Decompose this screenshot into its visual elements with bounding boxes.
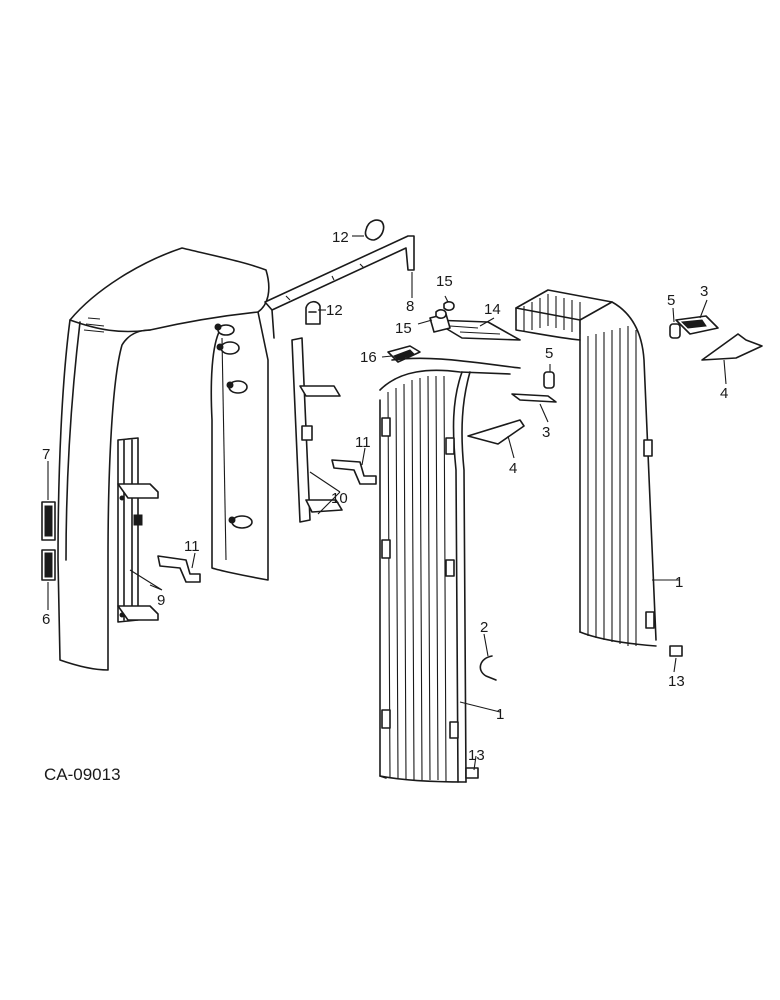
chute-rear (515, 289, 657, 647)
callout-4-middle: 4 (509, 460, 517, 477)
bracket-10 (291, 337, 343, 523)
plate-14 (429, 301, 521, 341)
spacer-5-right (669, 323, 681, 339)
callout-4-right: 4 (720, 385, 728, 402)
callout-8: 8 (406, 298, 414, 315)
wedge-4-middle (467, 419, 525, 445)
spacer-5-middle (543, 371, 555, 389)
strap-11-left (157, 555, 201, 583)
callout-10: 10 (331, 490, 348, 507)
leader-lines (47, 235, 727, 771)
strap-11-middle (331, 459, 377, 485)
fender-shell (41, 247, 270, 671)
callout-7: 7 (42, 446, 50, 463)
callout-9: 9 (157, 592, 165, 609)
clip-12 (305, 219, 385, 325)
callout-13-front: 13 (468, 747, 485, 764)
callout-11-middle: 11 (355, 434, 371, 451)
callout-15-side: 15 (395, 320, 412, 337)
chute-front (379, 357, 521, 783)
drawing-code: CA-09013 (44, 765, 121, 784)
callout-1-rear: 1 (675, 574, 683, 591)
callout-16: 16 (360, 349, 377, 366)
callout-3-middle: 3 (542, 424, 550, 441)
callout-13-rear: 13 (668, 673, 685, 690)
callout-1-front: 1 (496, 706, 504, 723)
clip-13-rear (669, 645, 683, 657)
callout-11-left: 11 (184, 538, 200, 555)
clip-13-front (465, 767, 479, 779)
callout-14: 14 (484, 301, 501, 318)
callout-15-top: 15 (436, 273, 453, 290)
clip-2 (479, 655, 497, 681)
callout-labels: 1 1 2 3 3 4 4 5 5 6 7 8 9 10 11 11 12 12… (42, 229, 728, 764)
callout-6: 6 (42, 611, 50, 628)
callout-12-top: 12 (332, 229, 349, 246)
wedge-4-right (701, 333, 763, 361)
callout-3-right: 3 (700, 283, 708, 300)
pad-3-right (675, 315, 719, 335)
bracket-9 (117, 437, 159, 623)
callout-5-right: 5 (667, 292, 675, 309)
hinge-16 (387, 345, 421, 363)
callout-5-middle: 5 (545, 345, 553, 362)
callout-12-clip: 12 (326, 302, 343, 319)
callout-2: 2 (480, 619, 488, 636)
pad-3-middle (511, 393, 557, 403)
top-bar-8 (264, 235, 415, 339)
